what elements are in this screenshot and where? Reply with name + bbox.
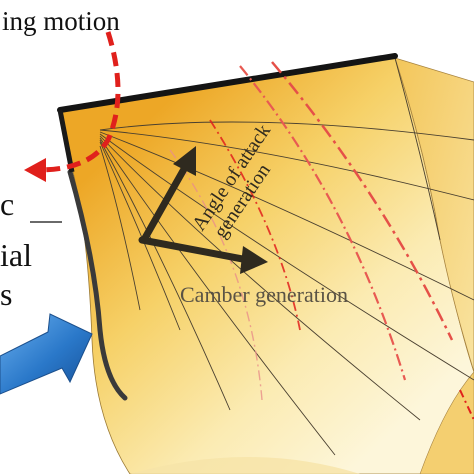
left-label-fragment-2: ial — [0, 237, 32, 273]
rotating-motion-label: ing motion — [2, 6, 120, 36]
camber-generation-label: Camber generation — [180, 282, 348, 307]
wing-membrane — [61, 57, 474, 474]
wing-corner-spar — [57, 109, 75, 173]
wing-fold-lines — [99, 57, 474, 456]
rotating-motion-arrowhead — [24, 158, 46, 182]
left-label-fragment-3: s — [0, 276, 12, 312]
flow-arrow — [0, 313, 93, 395]
deformation-curves — [169, 61, 474, 421]
left-label-fragment-1: c — [0, 186, 14, 222]
angle-of-attack-arrow — [141, 146, 196, 242]
rotating-motion-arrow — [24, 31, 121, 182]
wing-bottom-fold — [130, 457, 360, 474]
wing-left-spar — [67, 169, 128, 401]
camber-arrow — [138, 236, 268, 274]
